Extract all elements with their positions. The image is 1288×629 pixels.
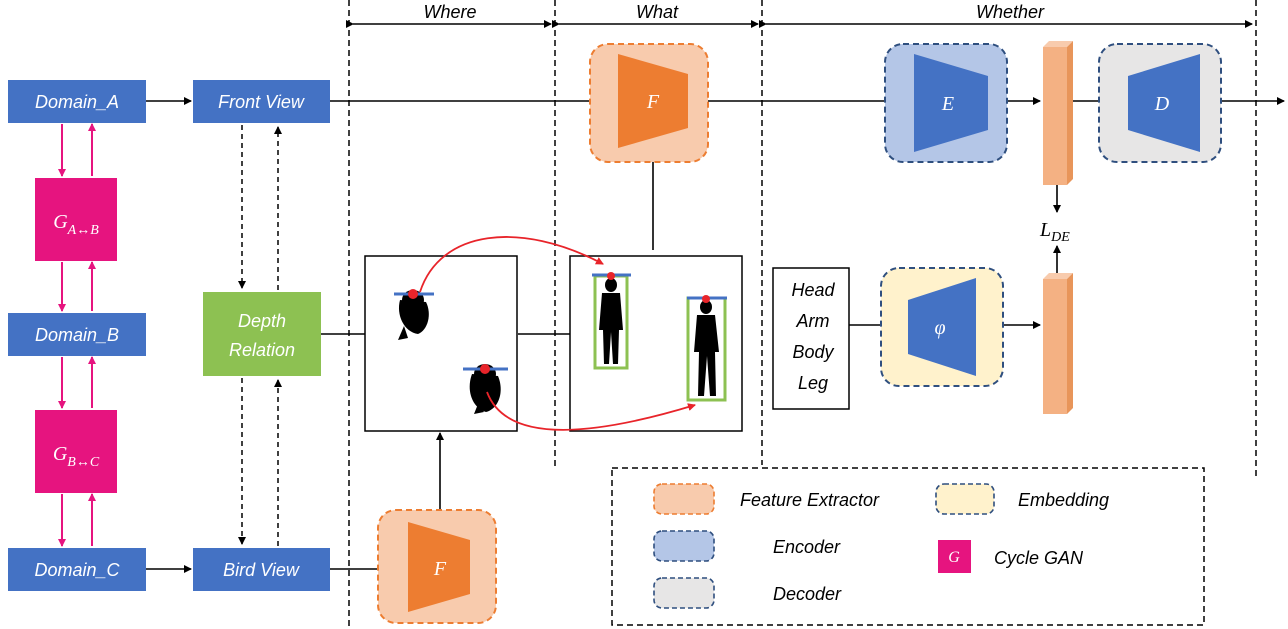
embedding-label: φ [934, 317, 945, 339]
legend-feature-extractor-label: Feature Extractor [740, 490, 880, 510]
svg-text:LDE: LDE [1039, 219, 1070, 245]
cycle-gan-ab-box: GA↔B [35, 178, 117, 261]
feature-extractor-bottom-label: F [433, 558, 447, 580]
feature-extractor-bottom: F [377, 509, 497, 624]
front-view-box: Front View [193, 80, 330, 123]
head-point-2 [480, 364, 490, 374]
part-arm: Arm [796, 311, 830, 331]
bird-view-box: Bird View [193, 548, 330, 591]
legend-decoder-label: Decoder [773, 584, 842, 604]
depth-relation-line1: Depth [238, 311, 286, 331]
legend-feature-extractor-swatch [653, 483, 715, 515]
cycle-gan-bc-sub: B↔C [67, 455, 100, 470]
front-person-1 [599, 278, 623, 364]
legend: Feature Extractor Encoder Decoder Embedd… [611, 467, 1205, 626]
bird-view-image [364, 255, 518, 432]
loss-base: L [1039, 219, 1051, 241]
section-dividers [348, 0, 1257, 629]
legend-embedding-swatch [935, 483, 995, 515]
front-person-2 [694, 300, 719, 396]
front-view-label: Front View [218, 92, 305, 112]
depth-relation-line2: Relation [229, 340, 295, 360]
bird-view-label: Bird View [223, 560, 300, 580]
domain-b-box: Domain_B [8, 313, 146, 356]
domain-a-label: Domain_A [35, 92, 119, 112]
depth-relation-box: Depth Relation [203, 292, 321, 376]
encoder-block: E [884, 43, 1008, 163]
feature-extractor-top: F [589, 43, 709, 163]
feature-extractor-top-label: F [646, 91, 660, 113]
domain-c-label: Domain_C [34, 560, 120, 580]
legend-cycle-gan-label: Cycle GAN [994, 548, 1084, 568]
part-head: Head [791, 280, 835, 300]
legend-encoder-label: Encoder [773, 537, 841, 557]
legend-encoder-swatch [653, 530, 715, 562]
body-parts-box: Head Arm Body Leg [772, 267, 850, 410]
legend-cycle-gan-symbol: G [948, 549, 960, 566]
section-where-label: Where [423, 2, 476, 22]
cycle-gan-arrows [58, 123, 96, 547]
loss-sub: DE [1050, 230, 1070, 245]
domain-c-box: Domain_C [8, 548, 146, 591]
embedding-block: φ [880, 267, 1004, 387]
part-leg: Leg [798, 373, 828, 393]
cycle-gan-bc-base: G [53, 443, 68, 465]
cycle-gan-ab-sub: A↔B [67, 223, 100, 238]
dashed-arrows [238, 125, 282, 546]
section-headers: Where What Whether [346, 2, 1253, 28]
legend-decoder-swatch [653, 577, 715, 609]
domain-a-box: Domain_A [8, 80, 146, 123]
correspondence-arrows [419, 236, 696, 431]
feature-bar-bottom [1043, 273, 1073, 414]
decoder-label: D [1154, 93, 1170, 115]
legend-cycle-gan-swatch [938, 540, 971, 573]
section-what-label: What [636, 2, 679, 22]
svg-text:GA↔B: GA↔B [53, 211, 99, 238]
encoder-label: E [941, 93, 954, 115]
svg-text:GB↔C: GB↔C [53, 443, 100, 470]
feature-bar-top [1043, 41, 1073, 185]
section-whether-label: Whether [976, 2, 1045, 22]
decoder-block: D [1098, 43, 1222, 163]
front-view-image [569, 255, 743, 432]
cycle-gan-bc-box: GB↔C [35, 410, 117, 493]
part-body: Body [792, 342, 834, 362]
domain-b-label: Domain_B [35, 325, 119, 345]
legend-embedding-label: Embedding [1018, 490, 1109, 510]
cycle-gan-ab-base: G [53, 211, 68, 233]
head-point-1 [408, 289, 418, 299]
